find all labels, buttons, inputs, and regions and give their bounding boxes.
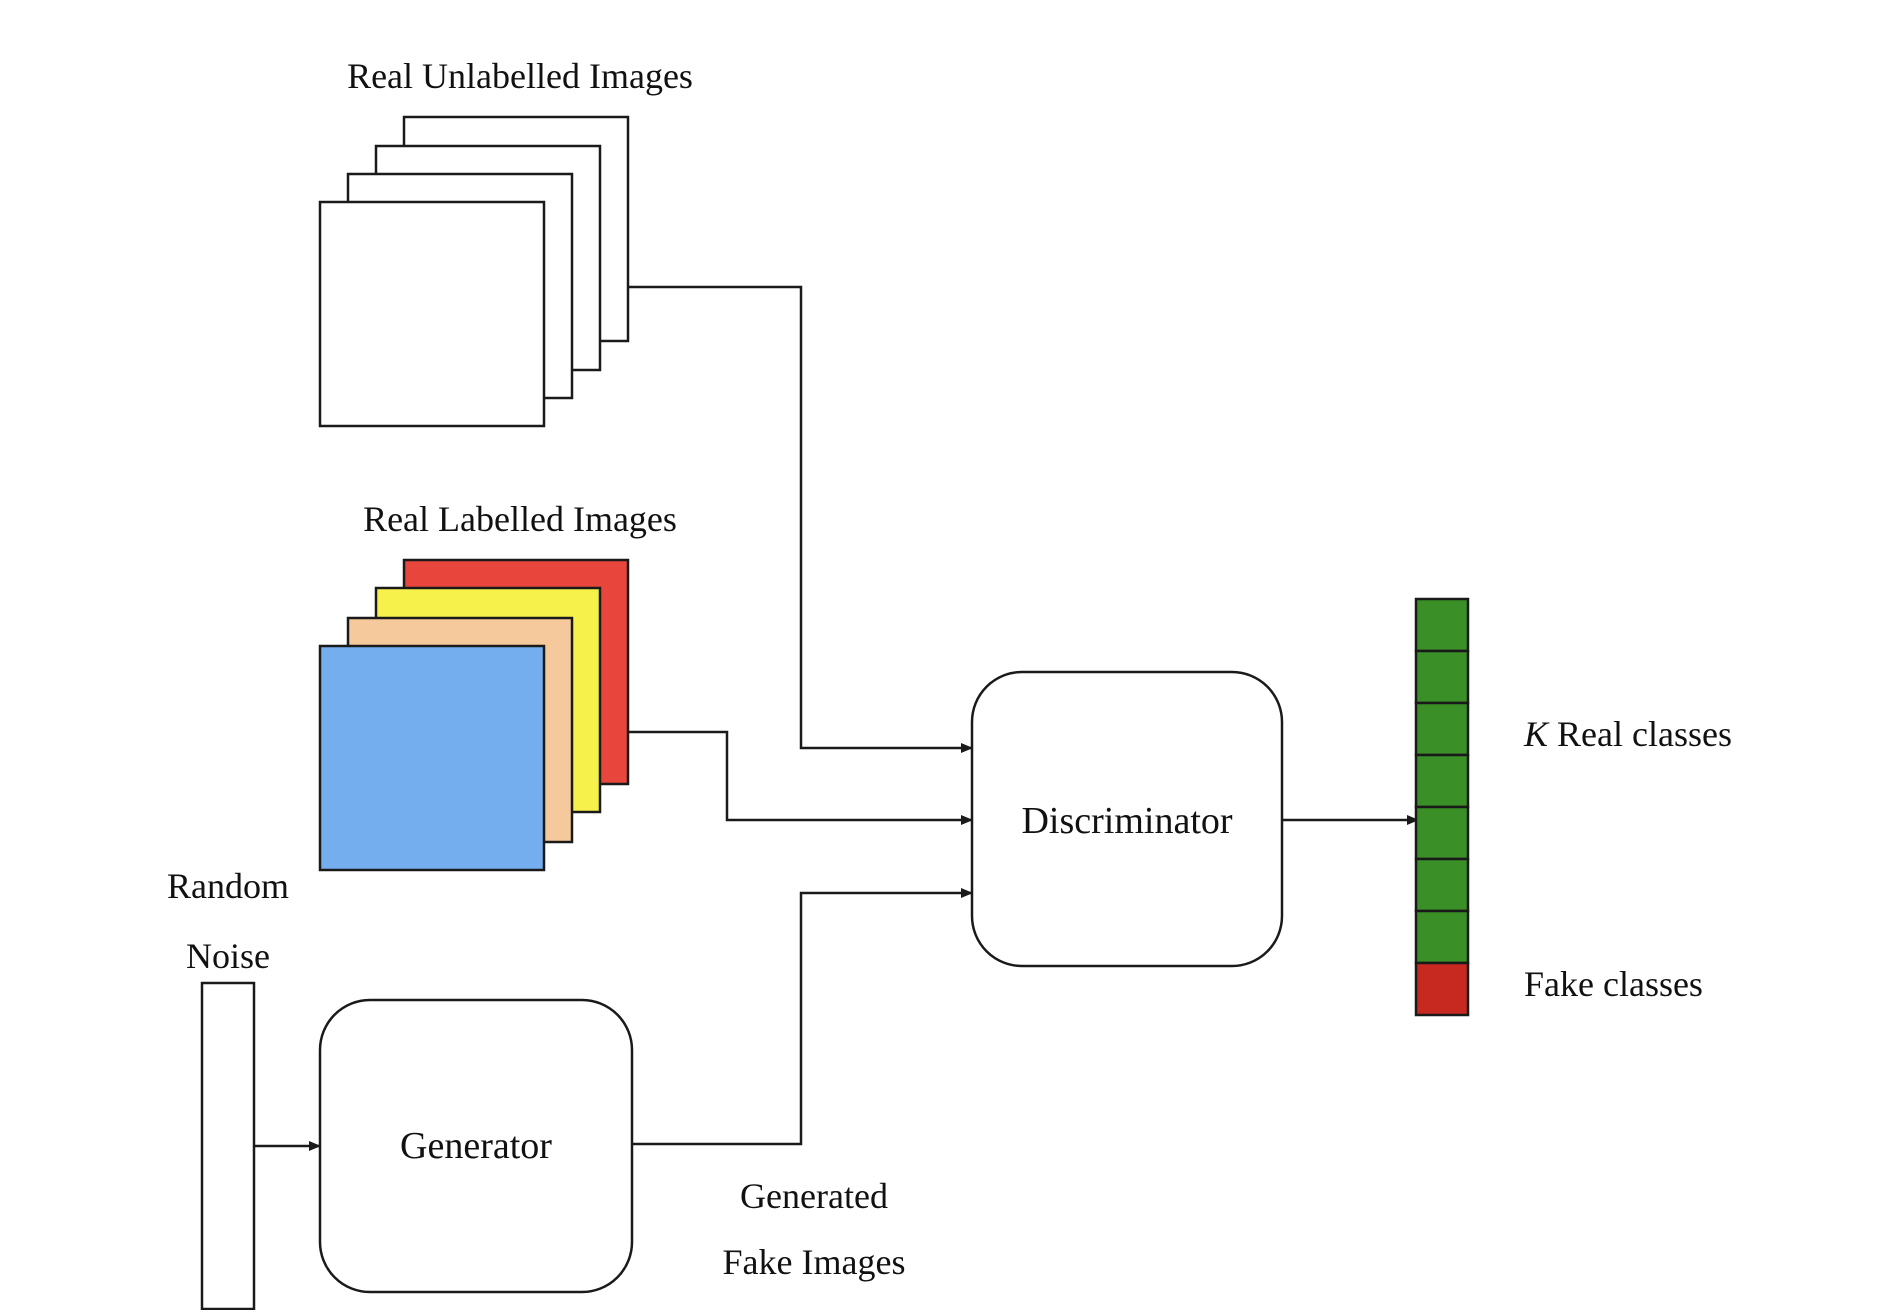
real-class-cell bbox=[1414, 857, 1470, 913]
fake-class-cell bbox=[1414, 961, 1470, 1017]
random-noise-label-line2: Noise bbox=[186, 936, 270, 976]
generated-fake-label-line1: Generated bbox=[740, 1176, 888, 1216]
real-labelled-label: Real Labelled Images bbox=[363, 499, 677, 539]
generated-fake-label-line2: Fake Images bbox=[723, 1242, 906, 1282]
random-noise-label-line1: Random bbox=[167, 866, 289, 906]
real-class-cell bbox=[1414, 909, 1470, 965]
unlabelled-image-stack bbox=[318, 115, 630, 428]
labelled-image-stack bbox=[318, 558, 630, 872]
fake-classes-label: Fake classes bbox=[1524, 964, 1703, 1004]
real-class-cell bbox=[1414, 701, 1470, 757]
real-class-cell bbox=[1414, 753, 1470, 809]
real-classes-text: Real classes bbox=[1548, 714, 1732, 754]
random-noise-vector bbox=[200, 981, 256, 1311]
generator-label: Generator bbox=[400, 1125, 552, 1167]
labelled-to-discriminator-arrow bbox=[628, 730, 973, 825]
real-class-cell bbox=[1414, 649, 1470, 705]
k-symbol: K bbox=[1523, 714, 1550, 754]
generated-to-discriminator-arrow bbox=[632, 888, 973, 1146]
discriminator-label: Discriminator bbox=[1021, 800, 1232, 842]
labelled-image-blue bbox=[318, 644, 546, 872]
unlabelled-image-1 bbox=[318, 200, 546, 428]
k-real-classes-label: K Real classes bbox=[1523, 714, 1732, 754]
real-unlabelled-label: Real Unlabelled Images bbox=[347, 56, 693, 96]
real-class-cell bbox=[1414, 805, 1470, 861]
unlabelled-to-discriminator-arrow bbox=[628, 285, 973, 753]
real-class-cell bbox=[1414, 597, 1470, 653]
output-class-vector bbox=[1414, 597, 1470, 1017]
